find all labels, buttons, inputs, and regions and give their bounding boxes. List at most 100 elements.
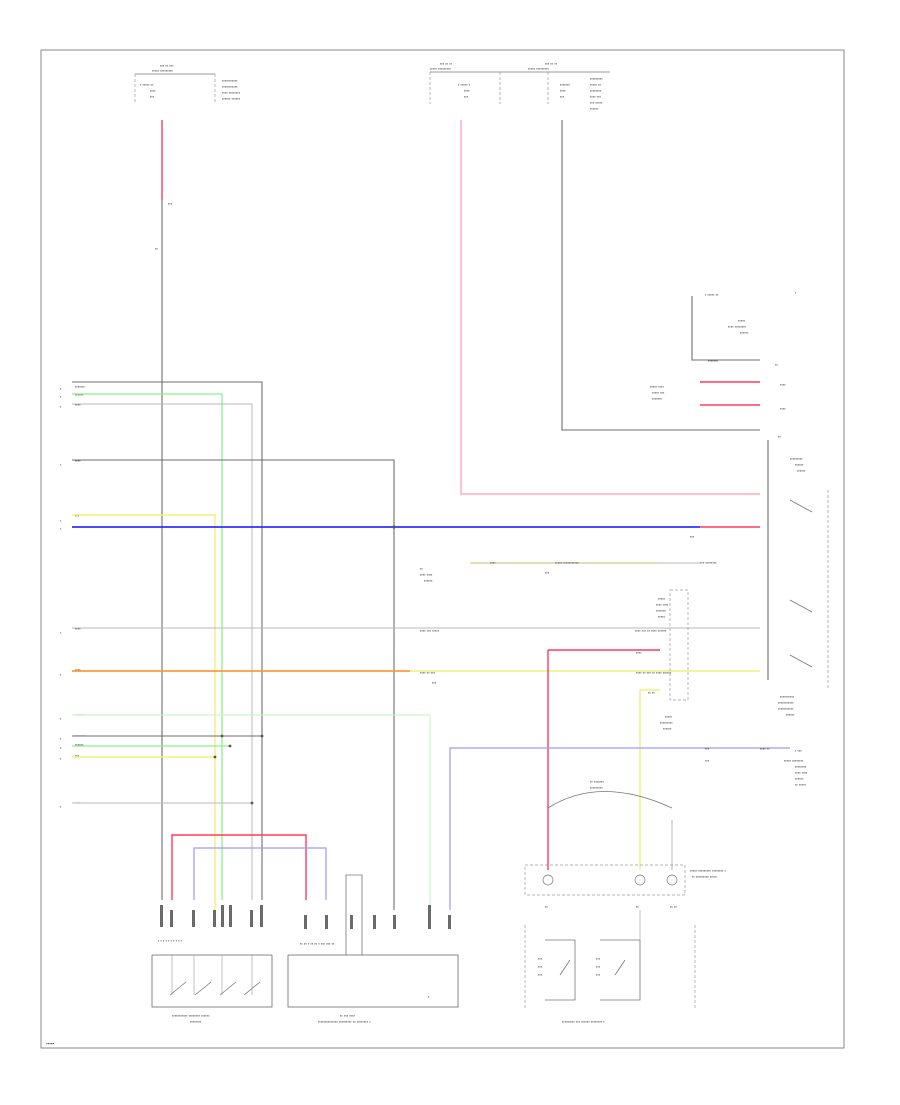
svg-text:▪▪▪▪▪ ▪▪▪▪▪▪▪▪▪ ▪▪▪▪▪▪▪▪ ▪: ▪▪▪▪▪ ▪▪▪▪▪▪▪▪▪ ▪▪▪▪▪▪▪▪ ▪ (690, 868, 727, 873)
svg-text:▪▪▪▪▪▪▪: ▪▪▪▪▪▪▪ (656, 608, 667, 613)
svg-text:▪▪▪▪▪▪▪▪▪▪▪▪▪▪ ▪▪▪▪▪▪▪▪▪ ▪▪ ▪▪: ▪▪▪▪▪▪▪▪▪▪▪▪▪▪ ▪▪▪▪▪▪▪▪▪ ▪▪ ▪▪▪▪▪▪▪▪ ▪ (318, 1019, 371, 1024)
fuse-block-left: ▪▪▪ ▪▪ ▪▪▪ ▪▪▪▪▪ ▪▪▪▪▪▪▪▪▪ ▪ ▪▪▪▪▪ ▪▪ ▪▪… (134, 63, 241, 104)
right-connectors: ▪ ▪▪▪▪▪ ▪▪ ▪ ▪▪▪▪▪ ▪▪▪▪ ▪▪▪▪▪▪▪▪ ▪▪▪▪▪▪ … (420, 290, 829, 787)
diagram-frame (40, 49, 845, 1049)
svg-text:▪▪▪▪▪▪▪▪▪: ▪▪▪▪▪▪▪▪▪ (660, 720, 673, 725)
svg-text:▪▪▪: ▪▪▪ (75, 753, 80, 758)
svg-text:▪▪▪▪▪▪: ▪▪▪▪▪▪ (795, 462, 804, 467)
wires: ▪▪▪ ▪▪ (72, 120, 790, 910)
svg-text:▪▪▪▪▪▪▪▪▪▪: ▪▪▪▪▪▪▪▪▪▪ (780, 694, 795, 699)
svg-text:▪▪▪▪▪▪▪: ▪▪▪▪▪▪▪ (652, 396, 663, 401)
svg-text:▪▪▪▪▪ ▪▪▪: ▪▪▪▪▪ ▪▪▪ (652, 390, 665, 395)
svg-text:▪▪▪▪▪ ▪▪▪▪▪▪▪▪▪: ▪▪▪▪▪ ▪▪▪▪▪▪▪▪▪ (528, 66, 550, 71)
svg-text:▪: ▪ (60, 526, 62, 531)
svg-text:▪▪▪▪▪▪▪▪▪▪▪: ▪▪▪▪▪▪▪▪▪▪▪ (778, 700, 794, 705)
svg-text:▪▪▪▪▪▪▪▪: ▪▪▪▪▪▪▪▪ (190, 1019, 202, 1024)
svg-text:▪▪ ▪▪: ▪▪ ▪▪ (670, 904, 677, 909)
svg-text:▪▪▪: ▪▪▪ (538, 972, 543, 977)
svg-text:▪▪▪▪ ▪▪▪▪: ▪▪▪▪ ▪▪▪▪ (795, 770, 808, 775)
svg-text:▪: ▪ (60, 404, 62, 409)
svg-text:▪: ▪ (60, 394, 62, 399)
svg-text:▪ ▪ ▪ ▪ ▪ ▪ ▪ ▪ ▪ ▪: ▪ ▪ ▪ ▪ ▪ ▪ ▪ ▪ ▪ ▪ (158, 938, 183, 943)
svg-text:▪▪▪▪: ▪▪▪▪ (780, 382, 786, 387)
svg-text:▪▪▪▪▪: ▪▪▪▪▪ (658, 596, 666, 601)
svg-text:▪▪▪▪ ▪▪ ▪▪▪: ▪▪▪▪ ▪▪ ▪▪▪ (420, 670, 436, 675)
svg-text:▪: ▪ (60, 745, 62, 750)
svg-text:▪▪▪▪▪▪: ▪▪▪▪▪▪ (590, 106, 599, 111)
svg-text:▪▪▪▪▪▪▪: ▪▪▪▪▪▪▪ (708, 358, 719, 363)
svg-text:▪▪▪▪: ▪▪▪▪ (75, 667, 81, 672)
svg-text:▪: ▪ (60, 804, 62, 809)
svg-text:▪▪▪▪ ▪▪▪▪▪▪▪▪: ▪▪▪▪ ▪▪▪▪▪▪▪▪ (222, 90, 241, 95)
svg-text:▪▪▪▪▪▪▪▪▪ ▪▪▪ ▪▪▪▪▪▪ ▪▪▪▪▪▪▪▪: ▪▪▪▪▪▪▪▪▪ ▪▪▪ ▪▪▪▪▪▪ ▪▪▪▪▪▪▪▪ ▪ (562, 1019, 605, 1024)
svg-text:▪▪▪ ▪▪ ▪▪▪: ▪▪▪ ▪▪ ▪▪▪ (160, 63, 174, 68)
svg-text:▪▪▪ ▪▪ ▪▪: ▪▪▪ ▪▪ ▪▪ (545, 61, 558, 66)
svg-text:▪▪▪▪ ▪▪▪▪: ▪▪▪▪ ▪▪▪▪ (656, 602, 669, 607)
svg-text:▪▪▪: ▪▪▪ (150, 94, 155, 99)
svg-text:▪▪▪▪▪▪▪▪▪: ▪▪▪▪▪▪▪▪▪ (590, 785, 603, 790)
svg-text:▪▪▪▪▪▪▪▪: ▪▪▪▪▪▪▪▪ (590, 88, 602, 93)
page-mark: ▪▪▪▪▪ (46, 1041, 54, 1046)
svg-text:▪▪ ▪▪: ▪▪ ▪▪ (648, 690, 655, 695)
svg-text:▪▪▪▪▪▪▪▪▪▪▪: ▪▪▪▪▪▪▪▪▪▪▪ (222, 84, 238, 89)
svg-text:▪▪ ▪▪▪ ▪▪▪▪: ▪▪ ▪▪▪ ▪▪▪▪ (340, 1013, 356, 1018)
bottom-middle-ecu: ▪▪ ▪▪ ▪ ▪▪ ▪▪ ▪ ▪▪▪ ▪▪▪ ▪▪ ▪▪ ▪▪▪ ▪▪▪▪ ▪… (287, 874, 459, 1024)
svg-text:▪ ▪▪▪▪▪ ▪▪: ▪ ▪▪▪▪▪ ▪▪ (140, 82, 154, 87)
svg-text:▪▪: ▪▪ (420, 566, 423, 571)
bottom-left-switch: ▪▪▪▪▪▪▪▪▪▪▪ ▪▪▪▪▪▪▪▪ ▪▪▪▪▪▪ ▪▪▪▪▪▪▪▪ (151, 954, 273, 1024)
svg-text:▪▪▪: ▪▪▪ (538, 964, 543, 969)
svg-text:▪▪▪▪▪▪▪: ▪▪▪▪▪▪▪ (560, 82, 571, 87)
svg-text:▪▪▪▪▪ ▪▪▪▪▪▪▪▪▪▪▪: ▪▪▪▪▪ ▪▪▪▪▪▪▪▪▪▪▪ (555, 560, 579, 565)
svg-text:▪▪▪▪: ▪▪▪▪ (780, 406, 786, 411)
svg-text:▪▪▪▪: ▪▪▪▪ (150, 88, 156, 93)
svg-text:▪▪▪▪▪ ▪▪▪▪▪▪▪▪▪: ▪▪▪▪▪ ▪▪▪▪▪▪▪▪▪ (430, 66, 452, 71)
svg-text:▪▪▪: ▪▪▪ (168, 201, 173, 206)
svg-text:▪▪▪▪▪ ▪▪: ▪▪▪▪▪ ▪▪ (590, 82, 602, 87)
svg-text:▪▪▪: ▪▪▪ (464, 94, 469, 99)
svg-text:▪▪▪▪: ▪▪▪▪ (636, 650, 642, 655)
svg-text:▪▪▪▪: ▪▪▪▪ (464, 88, 470, 93)
svg-text:▪▪: ▪▪ (636, 904, 639, 909)
svg-text:▪▪▪▪: ▪▪▪▪ (490, 560, 496, 565)
svg-text:▪▪▪▪: ▪▪▪▪ (560, 88, 566, 93)
svg-text:▪▪ ▪▪▪▪▪: ▪▪ ▪▪▪▪▪ (795, 782, 807, 787)
stop-lamp-sensor: ▪▪ ▪▪▪▪▪▪▪ ▪▪▪▪▪▪▪▪▪ ▪▪ ▪▪ ▪▪ ▪▪ ▪▪▪▪▪ ▪… (524, 779, 727, 909)
svg-text:▪: ▪ (60, 386, 62, 391)
svg-text:▪▪▪▪▪: ▪▪▪▪▪ (738, 318, 746, 323)
svg-text:▪▪▪▪▪▪: ▪▪▪▪▪▪ (424, 578, 433, 583)
svg-text:▪▪▪: ▪▪▪ (432, 680, 437, 685)
svg-text:▪▪▪▪ ▪▪▪ ▪▪▪▪▪: ▪▪▪▪ ▪▪▪ ▪▪▪▪▪ (420, 628, 440, 633)
svg-text:▪▪▪▪▪▪▪▪▪: ▪▪▪▪▪▪▪▪▪ (590, 76, 603, 81)
svg-text:▪▪▪▪▪▪: ▪▪▪▪▪▪ (740, 330, 749, 335)
svg-text:▪▪: ▪▪ (155, 246, 158, 251)
svg-text:▪▪▪: ▪▪▪ (560, 94, 565, 99)
svg-text:▪ ▪▪▪▪▪ ▪: ▪ ▪▪▪▪▪ ▪ (458, 82, 471, 87)
svg-text:▪▪ ▪▪▪▪▪▪▪: ▪▪ ▪▪▪▪▪▪▪ (590, 779, 604, 784)
svg-text:▪▪▪: ▪▪▪ (545, 570, 550, 575)
svg-text:▪▪: ▪▪ (545, 904, 548, 909)
svg-text:▪▪▪▪▪▪▪▪▪▪▪ ▪▪▪▪▪▪▪▪ ▪▪▪▪▪▪: ▪▪▪▪▪▪▪▪▪▪▪ ▪▪▪▪▪▪▪▪ ▪▪▪▪▪▪ (172, 1013, 210, 1018)
svg-text:▪ ▪▪▪▪▪ ▪▪: ▪ ▪▪▪▪▪ ▪▪ (705, 292, 719, 297)
svg-text:▪▪▪▪▪▪ ▪▪▪▪▪▪: ▪▪▪▪▪▪ ▪▪▪▪▪▪ (222, 96, 241, 101)
svg-text:▪: ▪ (428, 994, 430, 999)
svg-text:▪ ▪▪▪: ▪ ▪▪▪ (795, 748, 802, 753)
svg-text:▪▪▪: ▪▪▪ (596, 972, 601, 977)
svg-text:▪▪▪▪▪▪: ▪▪▪▪▪▪ (663, 726, 672, 731)
svg-text:▪▪▪ ▪▪▪▪▪: ▪▪▪ ▪▪▪▪▪ (590, 100, 603, 105)
svg-text:▪▪▪▪ ▪▪▪▪▪▪▪▪: ▪▪▪▪ ▪▪▪▪▪▪▪▪ (728, 324, 747, 329)
svg-text:▪: ▪ (60, 518, 62, 523)
svg-text:▪▪▪▪▪▪: ▪▪▪▪▪▪ (797, 468, 806, 473)
pins-left: ▪ ▪ ▪ ▪ ▪ ▪ ▪ ▪ ▪ ▪ (158, 905, 263, 943)
svg-text:▪: ▪ (60, 756, 62, 761)
svg-text:▪▪▪ ▪▪▪▪▪▪▪▪: ▪▪▪ ▪▪▪▪▪▪▪▪ (700, 560, 717, 565)
junctions (213, 525, 396, 805)
svg-text:▪: ▪ (60, 630, 62, 635)
svg-text:▪▪▪▪ ▪▪: ▪▪▪▪ ▪▪ (760, 746, 770, 751)
svg-text:▪▪: ▪▪ (775, 362, 778, 367)
svg-text:▪▪▪▪▪ ▪▪▪▪: ▪▪▪▪▪ ▪▪▪▪ (650, 384, 664, 389)
svg-text:▪▪▪: ▪▪▪ (705, 758, 710, 763)
fuse-block-middle: ▪▪▪ ▪▪ ▪▪ ▪▪▪▪▪ ▪▪▪▪▪▪▪▪▪ ▪▪▪ ▪▪ ▪▪ ▪▪▪▪… (429, 61, 610, 111)
svg-text:▪▪▪▪▪▪▪▪▪▪▪: ▪▪▪▪▪▪▪▪▪▪▪ (222, 78, 238, 83)
